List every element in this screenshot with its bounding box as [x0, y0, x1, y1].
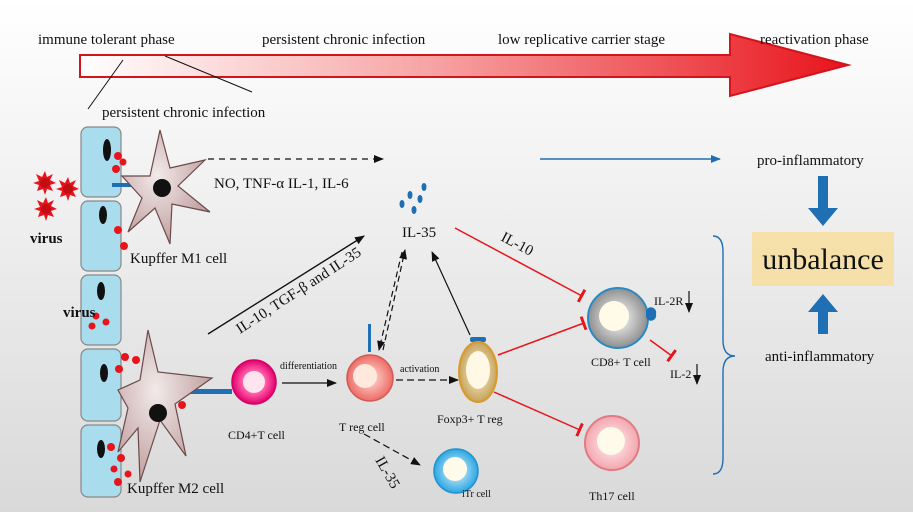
- kupffer-m1-label: Kupffer M1 cell: [130, 251, 227, 267]
- il2r-label: IL-2R: [654, 294, 683, 308]
- differentiation-label: differentiation: [280, 361, 337, 372]
- treg-to-il35-arrow: [382, 249, 407, 351]
- treg-cell: [346, 324, 394, 402]
- hepatocyte: [80, 200, 122, 272]
- itr-label: iTr cell: [462, 489, 491, 500]
- virus-label-2: virus: [63, 305, 96, 321]
- hepatocyte-nucleus: [99, 206, 107, 224]
- virus-label-1: virus: [30, 231, 63, 247]
- treg-label: T reg cell: [339, 420, 385, 434]
- pro-to-unbalance-arrow: [808, 176, 838, 226]
- th17-label: Th17 cell: [589, 489, 635, 503]
- phase-persistent-chronic: persistent chronic infection: [262, 32, 426, 48]
- phase-progression-arrow: [79, 32, 852, 98]
- phase-persistent-callout: persistent chronic infection: [102, 105, 266, 121]
- foxp3-label: Foxp3+ T reg: [437, 412, 503, 426]
- il35-to-treg-arrow: [377, 251, 403, 351]
- unbalance-box: [752, 232, 894, 286]
- il35-center-label: IL-35: [402, 225, 436, 241]
- spiky-virus-icon: [33, 171, 56, 195]
- itr-cell: [433, 448, 479, 494]
- phase-low-replicative: low replicative carrier stage: [498, 32, 665, 48]
- cd4-t-cell: [231, 359, 277, 405]
- spiky-virus-icon: [34, 197, 57, 221]
- unbalance-label: unbalance: [762, 243, 884, 276]
- curly-bracket: [712, 235, 736, 475]
- cd8-t-cell: [587, 287, 657, 349]
- hepatocyte-nucleus: [100, 364, 108, 382]
- hepatocyte: [80, 424, 122, 498]
- spiky-virus-icon: [56, 177, 79, 201]
- anti-to-unbalance-arrow: [808, 294, 838, 334]
- callout-line-1: [87, 59, 124, 110]
- cd4-label: CD4+T cell: [228, 428, 286, 442]
- callout-line-2: [164, 55, 253, 93]
- foxp3-inhibits-th17-line: [493, 391, 584, 437]
- cd8-label: CD8+ T cell: [591, 355, 651, 369]
- foxp3-inhibits-cd8-line: [497, 316, 588, 356]
- foxp3-to-il35-arrow: [431, 251, 471, 336]
- hepatocyte-nucleus: [103, 139, 111, 161]
- phase-immune-tolerant: immune tolerant phase: [38, 32, 175, 48]
- il2-label: IL-2: [670, 367, 691, 381]
- il10-inhibition-line: [454, 227, 587, 303]
- hepatocyte-column: [80, 126, 122, 498]
- hepatocyte-nucleus: [97, 440, 105, 458]
- activation-label: activation: [400, 364, 439, 375]
- foxp3-treg-cell: [458, 337, 498, 403]
- hepatocyte: [80, 348, 122, 422]
- cd8-inhibit-il2-line: [649, 339, 677, 363]
- phase-reactivation: reactivation phase: [760, 32, 869, 48]
- m2-secretion-arrow: [207, 235, 365, 335]
- kupffer-m2-label: Kupffer M2 cell: [127, 481, 224, 497]
- th17-cell: [584, 415, 640, 471]
- m1-products-label: NO, TNF-α IL-1, IL-6: [214, 176, 349, 192]
- pro-inflammatory-label: pro-inflammatory: [757, 153, 864, 169]
- anti-inflammatory-label: anti-inflammatory: [765, 349, 875, 365]
- kupffer-m1-macrophage: [112, 129, 211, 245]
- kupffer-m2-macrophage: [117, 329, 232, 483]
- virus-particles: [88, 152, 132, 486]
- hepatocyte-nucleus: [97, 282, 105, 300]
- cytokine-dots-icon: [399, 183, 427, 214]
